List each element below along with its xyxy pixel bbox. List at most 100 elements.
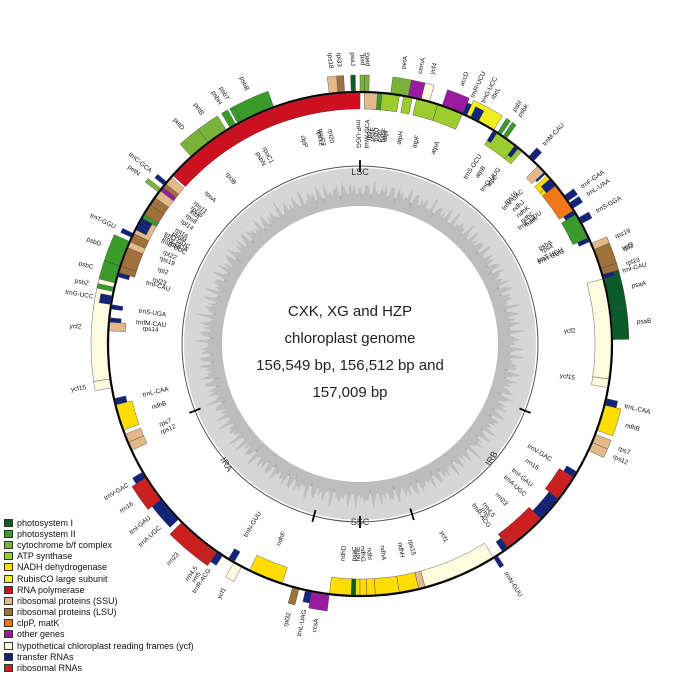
gene-label-atpA: atpA bbox=[430, 140, 442, 155]
gene-block-ycf15 bbox=[93, 378, 112, 391]
gene-block-ycf1 bbox=[225, 562, 242, 582]
gene-label-psbB: psbB bbox=[238, 76, 250, 92]
gene-block-cemA bbox=[408, 79, 426, 99]
legend-item: ATP synthase bbox=[4, 551, 194, 562]
gene-block-petN bbox=[144, 178, 161, 193]
legend-label: ribosomal RNAs bbox=[17, 663, 83, 674]
legend-label: RNA polymerase bbox=[17, 584, 85, 595]
gene-block-rpl32 bbox=[287, 587, 300, 606]
gene-block-psbC bbox=[98, 260, 120, 284]
gene-label-trnT-GGU: trnT-GGU bbox=[89, 212, 117, 230]
gene-block-trnF-GAA bbox=[564, 188, 578, 201]
gene-label-psbF: psbF bbox=[380, 128, 389, 143]
gene-block-rpl33 bbox=[336, 75, 345, 93]
legend-item: clpP, matK bbox=[4, 618, 194, 629]
gene-label-rps7: rps7 bbox=[617, 445, 632, 456]
gene-block-rrn4.5 bbox=[197, 545, 214, 564]
gene-label-clpP: clpP bbox=[299, 135, 309, 149]
legend-label: ribosomal proteins (LSU) bbox=[17, 607, 117, 618]
gene-block-trnR-ACG bbox=[210, 552, 223, 566]
legend-item: RubisCO large subunit bbox=[4, 573, 194, 584]
gene-label-atpI: atpI bbox=[382, 130, 390, 142]
gene-block-rpl2 bbox=[594, 242, 617, 269]
gene-label-ycf2: ycf2 bbox=[69, 323, 82, 331]
genome-title-line-3: 156,549 bp, 156,512 bp and bbox=[256, 357, 444, 374]
gene-label-rpl2: rpl2 bbox=[157, 266, 170, 276]
gene-block-ndhE bbox=[355, 578, 361, 596]
legend-item: hypothetical chloroplast reading frames … bbox=[4, 640, 194, 651]
gene-block-trnL-UAG bbox=[302, 590, 312, 604]
gene-block-trnD-GUC bbox=[140, 218, 153, 228]
gene-label-ndhI: ndhI bbox=[365, 547, 373, 560]
region-boundary-tick bbox=[311, 509, 317, 522]
gene-label-trnL-CAA: trnL-CAA bbox=[624, 403, 652, 416]
gene-label-ycf1: ycf1 bbox=[216, 586, 228, 600]
gene-label-atpF: atpF bbox=[411, 134, 421, 148]
gene-label-trnL-CAA: trnL-CAA bbox=[142, 386, 170, 399]
gene-label-trnV-GAC: trnV-GAC bbox=[103, 482, 130, 502]
legend-item: transfer RNAs bbox=[4, 651, 194, 662]
gene-label-rpl32: rpl32 bbox=[282, 611, 293, 627]
gene-block-rps7 bbox=[592, 434, 612, 450]
gene-label-ycf15: ycf15 bbox=[559, 372, 576, 381]
legend-swatch bbox=[4, 540, 13, 549]
legend-item: photosystem I bbox=[4, 517, 194, 528]
gene-label-rrn16: rrn16 bbox=[524, 458, 541, 473]
gene-block-rps2 bbox=[363, 92, 378, 110]
gene-block-psbH bbox=[221, 109, 236, 128]
gene-block-psaJ bbox=[350, 74, 356, 92]
genome-title-line-1: CXK, XG and HZP bbox=[287, 303, 413, 320]
gene-block-rps19 bbox=[127, 241, 146, 255]
genome-title-line-4: 157,009 bp bbox=[312, 384, 388, 401]
gene-block-ndhF bbox=[249, 554, 288, 583]
gene-block-trnG-UCC bbox=[470, 106, 485, 121]
gene-block-trnS-GGA bbox=[578, 211, 593, 224]
gene-label-petA: petA bbox=[400, 55, 409, 70]
gene-block-trnI-CAU bbox=[602, 270, 616, 279]
region-label-lsc: LSC bbox=[351, 167, 369, 177]
gene-block-psbD bbox=[103, 234, 130, 267]
gene-block-infA bbox=[160, 187, 177, 202]
gene-block-trnS-UGA bbox=[111, 304, 124, 311]
gene-label-rpl20: rpl20 bbox=[326, 128, 335, 143]
legend-swatch bbox=[4, 552, 13, 561]
gene-label-cemA: cemA bbox=[417, 56, 428, 74]
gene-block-rpoB bbox=[182, 128, 240, 179]
gene-block-petB bbox=[197, 115, 227, 143]
gene-label-rpoA: rpoA bbox=[203, 190, 218, 205]
gene-label-rrn16: rrn16 bbox=[118, 500, 135, 515]
gene-label-psbZ: psbZ bbox=[74, 278, 89, 288]
gene-block-ycf4 bbox=[420, 82, 435, 102]
gene-block-rpl2 bbox=[121, 247, 144, 272]
gene-block-petD bbox=[179, 128, 209, 157]
legend-item: RNA polymerase bbox=[4, 584, 194, 595]
gene-block-rps15 bbox=[414, 570, 426, 589]
gene-block-rps18 bbox=[326, 75, 339, 94]
legend-item: NADH dehydrogenase bbox=[4, 562, 194, 573]
gene-block-rpl36 bbox=[163, 184, 179, 198]
gene-block-rrn5 bbox=[497, 531, 512, 548]
region-boundary-tick bbox=[189, 407, 201, 414]
gene-block-petG bbox=[364, 74, 370, 92]
gene-label-trnfM-CAU: trnfM-CAU bbox=[136, 319, 167, 329]
gene-block-ycf1 bbox=[420, 543, 494, 587]
gene-label-ndhE: ndhE bbox=[355, 547, 362, 562]
gene-block-rpl23 bbox=[601, 262, 619, 275]
gene-block-trnG-UCC bbox=[99, 293, 112, 305]
gene-block-rps19 bbox=[591, 236, 610, 250]
legend-swatch bbox=[4, 619, 13, 628]
gene-block-trnT-GGU bbox=[120, 228, 133, 238]
gene-label-ndhA: ndhA bbox=[378, 545, 387, 561]
gene-block-trnY-GUA bbox=[138, 222, 151, 232]
gene-block-rrn16 bbox=[544, 468, 574, 499]
gene-label-ndhD: ndhD bbox=[340, 545, 348, 561]
gene-label-ndhB: ndhB bbox=[624, 422, 640, 433]
legend-swatch bbox=[4, 664, 13, 673]
gene-label-ycf15: ycf15 bbox=[70, 384, 87, 393]
gene-label-petB: petB bbox=[192, 102, 205, 117]
legend-swatch bbox=[4, 641, 13, 650]
gene-block-ndhI bbox=[365, 578, 376, 596]
gene-block-trnV-GAC bbox=[563, 465, 577, 478]
